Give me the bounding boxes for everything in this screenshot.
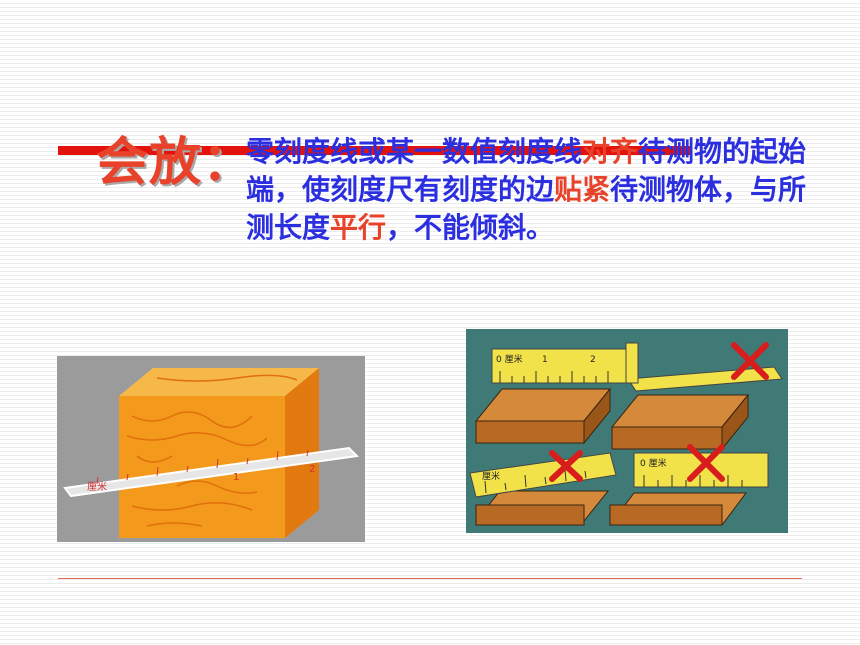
text-segment: ，不能倾斜。 <box>386 211 555 244</box>
ruler-number: 1 <box>233 472 239 483</box>
ruler-unit-label: 厘米 <box>87 480 107 493</box>
highlight-align: 对齐 <box>582 135 639 168</box>
highlight-close-against: 贴紧 <box>554 173 611 206</box>
wrong-placement-panel <box>610 342 783 451</box>
wrong-placement-panel: 0 厘米 <box>609 444 769 526</box>
ruler-number: 2 <box>309 464 315 475</box>
text-segment: 零刻度线或某一数值刻度线 <box>246 135 583 168</box>
text-segment: 待测物的起始端，使刻度尺有刻度的边 <box>246 135 807 206</box>
wrong-placement-panel: 厘米 <box>469 450 617 526</box>
tick-number: 1 <box>542 355 548 365</box>
heading-underline-bar <box>58 146 690 155</box>
keyword-text: 会放 <box>96 133 203 193</box>
highlight-parallel: 平行 <box>330 211 387 244</box>
tick-number: 2 <box>590 355 596 365</box>
text-segment: 待测物体，与所测长度 <box>246 173 807 244</box>
block-with-ruler-image: 厘米 1 2 <box>57 356 365 542</box>
ruler-label: 厘米 <box>482 470 500 482</box>
section-keyword: 会放： <box>96 120 255 195</box>
ruler-label: 0 厘米 <box>496 353 523 365</box>
keyword-colon: ： <box>202 133 256 193</box>
instruction-paragraph: 零刻度线或某一数值刻度线对齐待测物的起始端，使刻度尺有刻度的边贴紧待测物体，与所… <box>246 133 821 247</box>
footer-divider <box>58 578 802 579</box>
ruler-label: 0 厘米 <box>640 457 667 469</box>
ruler-placement-examples-image: 0 厘米 1 2 厘米 <box>466 329 788 533</box>
correct-placement-panel: 0 厘米 1 2 <box>474 348 629 445</box>
